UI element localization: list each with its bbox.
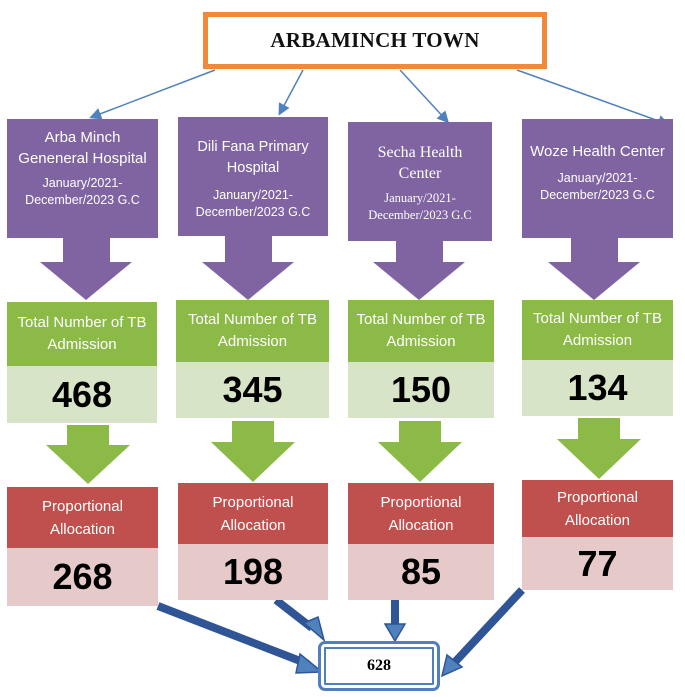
- allocation-value-box-4: 77: [522, 537, 673, 590]
- allocation-label: Proportional Allocation: [380, 493, 462, 534]
- allocation-label: Proportional Allocation: [42, 497, 123, 538]
- allocation-value: 268: [52, 556, 113, 597]
- facility-name: Arba Minch Geneneral Hospital: [18, 129, 147, 167]
- allocation-value-box-2: 198: [178, 544, 328, 600]
- down-arrow-green-2: [211, 421, 295, 482]
- admission-label: Total Number of TB Admission: [17, 314, 147, 353]
- admission-value: 134: [567, 367, 628, 408]
- connector-arrowhead-2: [302, 615, 326, 643]
- down-arrow-green-1: [46, 425, 130, 484]
- facility-name: Woze Health Center: [530, 143, 665, 160]
- admission-value-box-2: 345: [176, 362, 329, 418]
- allocation-label-box-3: Proportional Allocation: [348, 483, 494, 544]
- connector-arrowhead-4: [440, 653, 464, 678]
- admission-label-box-3: Total Number of TB Admission: [348, 300, 494, 362]
- facility-box-2: Dili Fana Primary Hospital January/2021-…: [178, 117, 328, 236]
- connector-allocation-1-to-total: [156, 602, 310, 668]
- facility-box-4: Woze Health Center January/2021-December…: [522, 119, 673, 238]
- total-allocation-value: 628: [367, 657, 391, 674]
- town-title: ARBAMINCH TOWN: [270, 28, 480, 52]
- admission-label-box-1: Total Number of TB Admission: [7, 302, 157, 366]
- connector-title-to-facility-1: [89, 69, 216, 120]
- allocation-value-box-1: 268: [7, 548, 158, 606]
- facility-box-3: Secha Health Center January/2021-Decembe…: [348, 122, 492, 241]
- allocation-value: 77: [577, 542, 618, 584]
- allocation-label-box-1: Proportional Allocation: [7, 487, 158, 548]
- admission-label-box-2: Total Number of TB Admission: [176, 300, 329, 362]
- facility-name: Dili Fana Primary Hospital: [197, 139, 309, 176]
- facility-name: Secha Health Center: [377, 144, 463, 182]
- allocation-label: Proportional Allocation: [212, 493, 294, 534]
- allocation-value: 85: [400, 551, 442, 592]
- admission-value: 468: [51, 373, 113, 415]
- down-arrow-purple-2: [202, 236, 294, 300]
- facility-period: January/2021-December/2023 G.C: [195, 188, 311, 219]
- admission-value-box-4: 134: [522, 360, 673, 416]
- town-title-box: ARBAMINCH TOWN: [203, 12, 547, 69]
- connector-allocation-4-to-total: [452, 587, 525, 665]
- connector-title-to-facility-3: [399, 69, 450, 124]
- allocation-value: 198: [222, 551, 284, 592]
- facility-box-1: Arba Minch Geneneral Hospital January/20…: [7, 119, 158, 238]
- connector-arrowhead-1: [295, 652, 325, 674]
- admission-value-box-1: 468: [7, 366, 157, 423]
- admission-value: 345: [222, 369, 283, 410]
- down-arrow-purple-4: [548, 238, 640, 300]
- facility-period: January/2021-December/2023 G.C: [368, 191, 472, 222]
- connector-title-to-facility-4: [516, 69, 670, 127]
- admission-value-box-3: 150: [348, 362, 494, 418]
- admission-label: Total Number of TB Admission: [356, 311, 486, 350]
- facility-period: January/2021-December/2023 G.C: [25, 176, 140, 207]
- allocation-value-box-3: 85: [348, 544, 494, 600]
- admission-label-box-4: Total Number of TB Admission: [522, 300, 673, 360]
- connector-title-to-facility-2: [278, 69, 304, 116]
- total-allocation-box: 628: [318, 641, 440, 691]
- down-arrow-green-3: [378, 421, 462, 482]
- connector-arrowhead-3: [383, 623, 407, 643]
- admission-label: Total Number of TB Admission: [533, 310, 662, 349]
- admission-value: 150: [390, 369, 452, 410]
- allocation-label-box-2: Proportional Allocation: [178, 483, 328, 544]
- facility-period: January/2021-December/2023 G.C: [540, 171, 655, 202]
- down-arrow-purple-3: [373, 241, 465, 300]
- admission-label: Total Number of TB Admission: [188, 311, 317, 350]
- down-arrow-purple-1: [40, 238, 132, 300]
- allocation-label-box-4: Proportional Allocation: [522, 480, 673, 537]
- down-arrow-green-4: [557, 418, 641, 479]
- allocation-label: Proportional Allocation: [557, 488, 638, 529]
